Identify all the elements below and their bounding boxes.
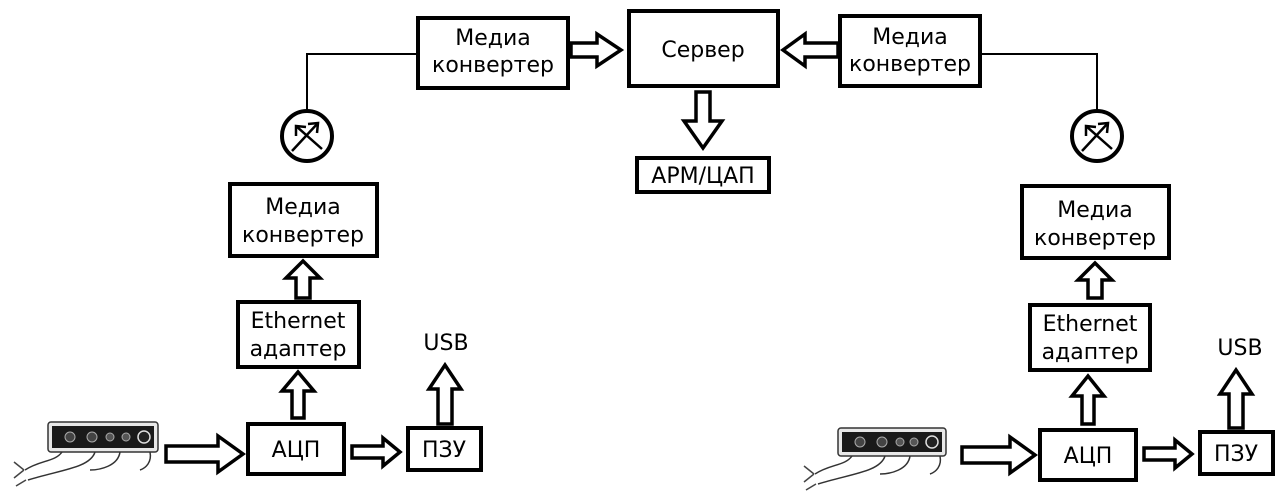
- arrow-up-to-right-converter: [1073, 260, 1117, 300]
- right-converter-line1: Медиа: [1057, 198, 1133, 223]
- arrow-right-adc-to-rom: [1142, 436, 1195, 472]
- top-right-media-converter: Медиа конвертер: [838, 14, 982, 88]
- left-converter-line2: конвертер: [242, 223, 364, 248]
- arm-box: АРМ/ЦАП: [635, 156, 771, 194]
- right-adc-box: АЦП: [1038, 428, 1138, 482]
- right-rom-label: ПЗУ: [1214, 442, 1259, 467]
- optical-link-icon-left: [280, 109, 334, 163]
- right-media-converter: Медиа конвертер: [1020, 184, 1171, 260]
- left-media-converter: Медиа конвертер: [228, 182, 379, 258]
- arrow-left-adc-to-rom: [350, 434, 403, 470]
- left-ethernet-line2: адаптер: [250, 337, 347, 362]
- arrow-up-left-rom-to-usb: [425, 361, 465, 426]
- left-usb-label: USB: [423, 331, 468, 356]
- right-converter-line2: конвертер: [1034, 226, 1156, 251]
- left-ethernet-adapter: Ethernet адаптер: [236, 300, 361, 369]
- arrow-left-device-to-adc: [164, 432, 246, 476]
- server-label: Сервер: [661, 38, 744, 63]
- left-adc-label: АЦП: [272, 438, 321, 463]
- left-rom-box: ПЗУ: [406, 426, 483, 472]
- top-right-converter-line1: Медиа: [872, 25, 948, 50]
- top-left-media-converter: Медиа конвертер: [416, 16, 570, 90]
- arrow-left-to-server: [780, 30, 840, 70]
- audio-interface-device-icon-right: [803, 427, 947, 491]
- arrow-up-right-rom-to-usb: [1216, 366, 1256, 430]
- left-ethernet-line1: Ethernet: [251, 309, 346, 334]
- top-left-converter-line2: конвертер: [432, 53, 554, 78]
- right-rom-box: ПЗУ: [1198, 430, 1275, 476]
- optical-link-icon-right: [1070, 109, 1124, 163]
- right-usb-label: USB: [1217, 336, 1262, 361]
- arrow-up-to-left-ethernet: [278, 369, 318, 420]
- top-right-converter-line2: конвертер: [849, 52, 971, 77]
- top-left-converter-line1: Медиа: [455, 26, 531, 51]
- arrow-right-to-server: [569, 30, 625, 70]
- wire-top-right: [980, 53, 1098, 112]
- arrow-up-to-right-ethernet: [1068, 373, 1108, 426]
- wire-top-left: [306, 53, 418, 112]
- arrow-down-to-arm: [680, 90, 726, 152]
- right-ethernet-line1: Ethernet: [1043, 312, 1138, 337]
- left-rom-label: ПЗУ: [422, 438, 467, 463]
- left-converter-line1: Медиа: [265, 195, 341, 220]
- audio-interface-device-icon-left: [13, 421, 159, 487]
- right-adc-label: АЦП: [1064, 444, 1113, 469]
- server-box: Сервер: [627, 9, 780, 88]
- arrow-right-device-to-adc: [960, 433, 1038, 477]
- right-ethernet-adapter: Ethernet адаптер: [1028, 303, 1152, 372]
- right-ethernet-line2: адаптер: [1042, 340, 1139, 365]
- arm-label: АРМ/ЦАП: [651, 164, 754, 189]
- arrow-up-to-left-converter: [281, 258, 325, 300]
- left-adc-box: АЦП: [246, 422, 346, 476]
